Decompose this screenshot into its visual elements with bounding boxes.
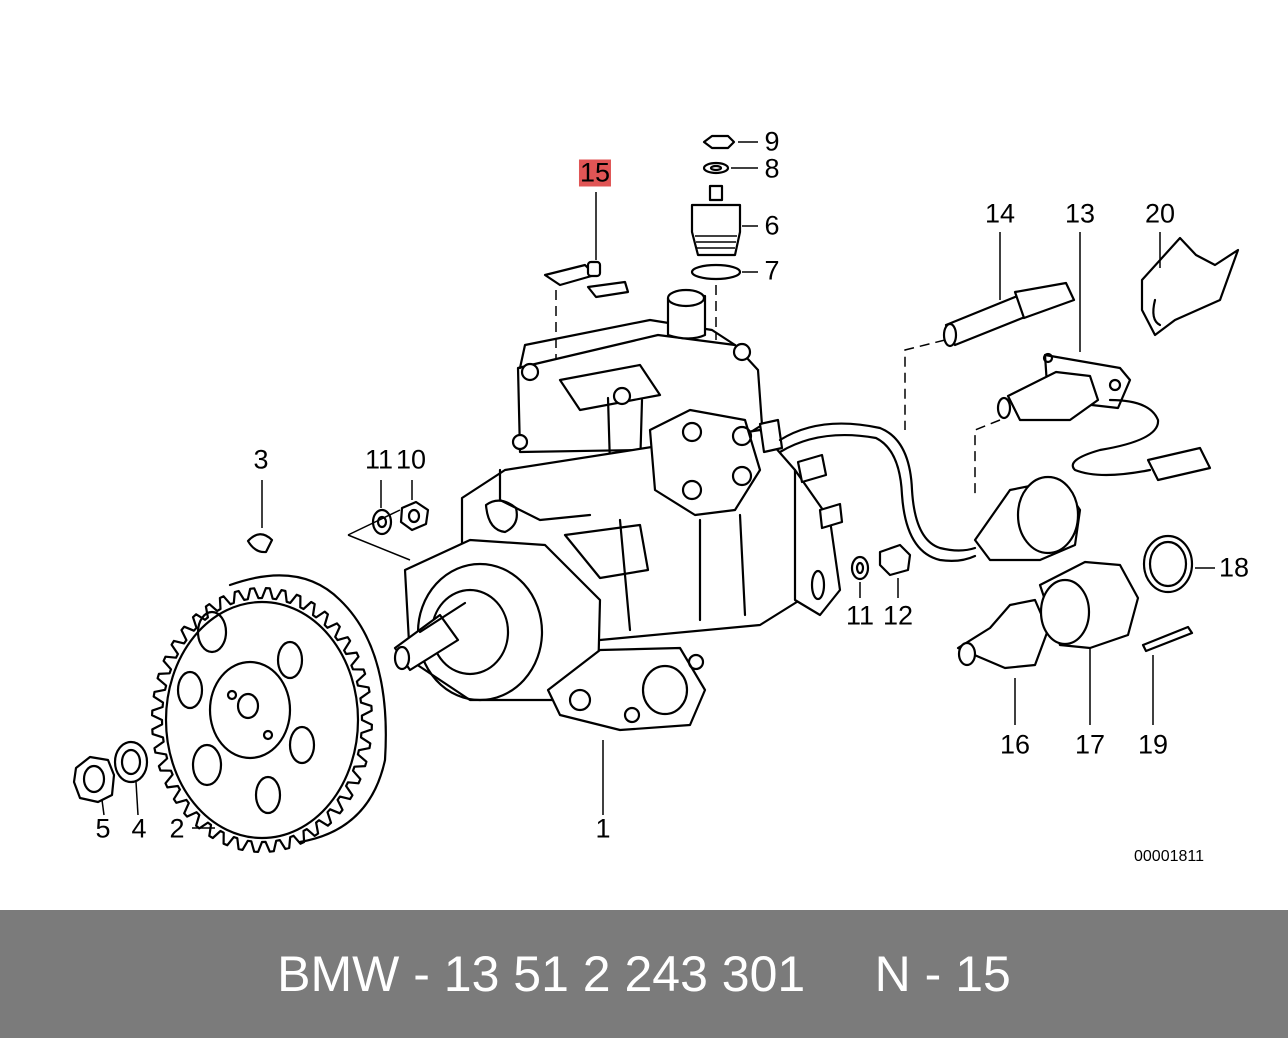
cover-drawing bbox=[1140, 232, 1240, 337]
callout-2[interactable]: 2 bbox=[169, 813, 185, 844]
callout-10[interactable]: 10 bbox=[395, 444, 427, 475]
callout-13[interactable]: 13 bbox=[1064, 198, 1096, 229]
callout-6[interactable]: 6 bbox=[764, 210, 780, 241]
callout-7[interactable]: 7 bbox=[764, 255, 780, 286]
callout-11-left[interactable]: 11 bbox=[364, 444, 394, 475]
woodruff-key-drawing bbox=[246, 480, 274, 554]
o-ring-drawing bbox=[1142, 534, 1215, 594]
pin-drawing bbox=[1141, 625, 1194, 725]
plug-16-drawing bbox=[956, 598, 1050, 725]
plug-17-drawing bbox=[1038, 560, 1140, 725]
fuel-injection-pump-illustration bbox=[72, 134, 1240, 854]
callout-12[interactable]: 12 bbox=[882, 600, 914, 631]
callout-16[interactable]: 16 bbox=[999, 729, 1031, 760]
callout-8[interactable]: 8 bbox=[764, 153, 780, 184]
spring-clip-drawing bbox=[543, 192, 630, 360]
delivery-valve-drawing bbox=[690, 134, 758, 340]
footer-bar: BMW - 13 51 2 243 301 N - 15 bbox=[0, 910, 1288, 1038]
parts-diagram: 1 2 3 4 5 6 7 8 9 10 11 11 12 13 14 15 1… bbox=[72, 126, 1250, 865]
callout-11-right[interactable]: 11 bbox=[845, 600, 875, 631]
washer-nut-left-drawing bbox=[347, 480, 430, 561]
sensor-drawing bbox=[974, 232, 1212, 495]
callout-4[interactable]: 4 bbox=[131, 813, 147, 844]
callout-17[interactable]: 17 bbox=[1074, 729, 1106, 760]
timing-gear-drawing bbox=[151, 574, 387, 854]
part-number-caption: BMW - 13 51 2 243 301 N - 15 bbox=[277, 946, 1011, 1002]
callout-19[interactable]: 19 bbox=[1137, 729, 1169, 760]
callout-18[interactable]: 18 bbox=[1218, 552, 1250, 583]
callout-15-highlighted[interactable]: 15 bbox=[578, 157, 612, 188]
diagram-reference-code: 00001811 bbox=[1134, 848, 1204, 865]
callout-5[interactable]: 5 bbox=[95, 813, 111, 844]
callout-14[interactable]: 14 bbox=[984, 198, 1016, 229]
washer-bolt-right-drawing bbox=[850, 543, 912, 598]
callout-3[interactable]: 3 bbox=[253, 444, 269, 475]
plug-connector-drawing bbox=[973, 475, 1082, 562]
stud-drawing bbox=[904, 232, 1076, 430]
nut-and-washer-drawing bbox=[72, 740, 215, 829]
callout-1[interactable]: 1 bbox=[595, 813, 611, 844]
wiring-harness-drawing bbox=[778, 422, 977, 562]
callout-20[interactable]: 20 bbox=[1144, 198, 1176, 229]
callout-9[interactable]: 9 bbox=[764, 126, 780, 157]
injection-pump-body-drawing bbox=[393, 288, 844, 815]
